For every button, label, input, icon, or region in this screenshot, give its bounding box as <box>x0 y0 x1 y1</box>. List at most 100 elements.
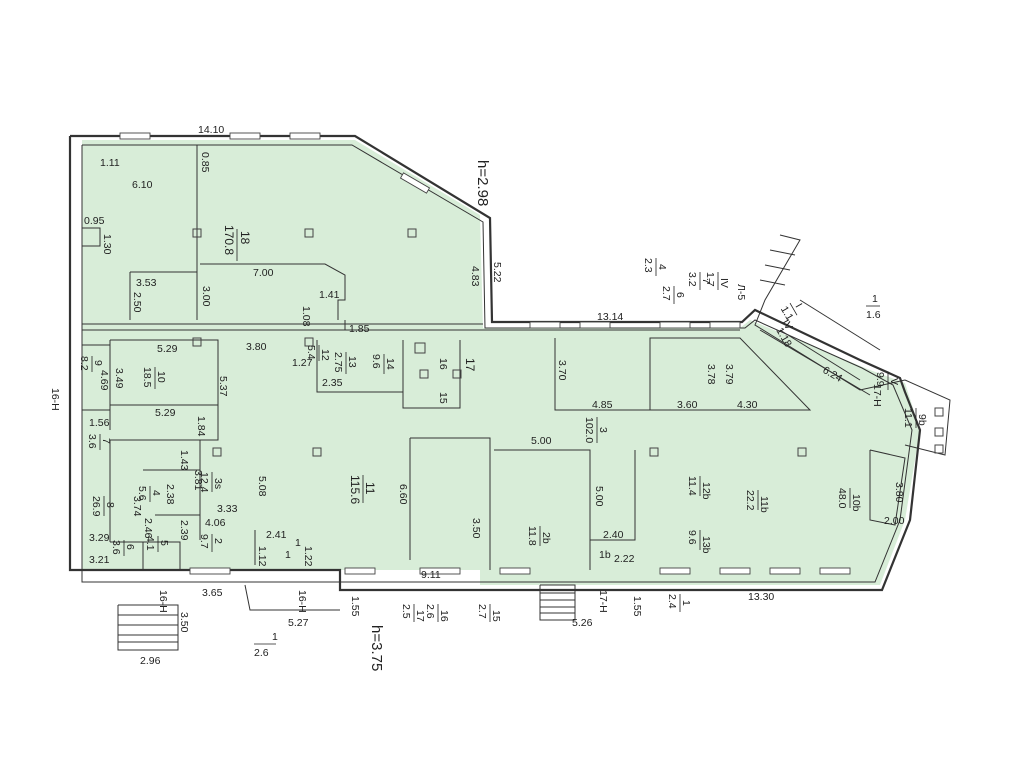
svg-text:6: 6 <box>124 544 136 550</box>
room-2: 2 9.7 <box>198 534 224 552</box>
dim-label: 1.12 <box>256 546 268 567</box>
dim-label: 2.00 <box>884 515 905 527</box>
svg-text:7: 7 <box>100 438 112 444</box>
svg-text:3s: 3s <box>212 478 224 489</box>
dim-label: 3.80 <box>893 482 905 503</box>
room-9b: 9b 11.1 <box>902 408 928 428</box>
svg-text:2.7: 2.7 <box>476 604 488 619</box>
legend-c3: 4 2.3 <box>642 258 668 276</box>
svg-text:3.6: 3.6 <box>110 540 122 555</box>
svg-text:1: 1 <box>872 293 878 305</box>
svg-text:11b: 11b <box>758 496 770 513</box>
dim-label: 1.85 <box>349 323 370 335</box>
room-13: 13 2.75 <box>332 352 358 374</box>
svg-text:9.6: 9.6 <box>686 530 698 545</box>
room-1b-label: 1b <box>599 549 611 561</box>
dim-label: 4.06 <box>205 517 226 529</box>
dim-label: 1.08 <box>300 306 312 327</box>
height-bottom-label: h=3.75 <box>368 625 385 671</box>
svg-text:8.2: 8.2 <box>78 356 90 371</box>
dim-label: 2.46 <box>142 518 154 539</box>
dim-label: 1.43 <box>178 450 190 471</box>
svg-text:12.4: 12.4 <box>198 472 210 493</box>
svg-text:3.2: 3.2 <box>686 272 698 287</box>
svg-text:10b: 10b <box>850 494 862 512</box>
dim-label: 5.29 <box>157 343 178 355</box>
svg-text:17: 17 <box>414 610 426 622</box>
svg-text:9b: 9b <box>916 414 928 426</box>
svg-text:1: 1 <box>272 631 278 643</box>
svg-text:12b: 12b <box>700 482 712 500</box>
svg-text:3.6: 3.6 <box>86 434 98 449</box>
svg-text:11.8: 11.8 <box>526 526 538 546</box>
svg-text:18.5: 18.5 <box>141 367 153 388</box>
room-1-number: 1 <box>295 537 301 549</box>
svg-text:170.8: 170.8 <box>222 225 236 255</box>
dim-label: 4.85 <box>592 399 613 411</box>
svg-text:9.6: 9.6 <box>370 354 382 369</box>
svg-text:1: 1 <box>680 600 692 606</box>
dim-label: 3.80 <box>246 341 267 353</box>
dim-label: 1.55 <box>349 596 361 617</box>
dim-label: 7.00 <box>253 267 274 279</box>
room-3-main: 3 102.0 <box>583 417 609 443</box>
room-3-small: 3s 12.4 <box>198 472 224 493</box>
svg-text:11: 11 <box>363 482 377 495</box>
svg-text:15: 15 <box>490 610 502 622</box>
svg-text:6: 6 <box>674 292 686 298</box>
stair-marker: Л-5 <box>735 284 747 300</box>
svg-text:3: 3 <box>597 427 609 433</box>
room-5: 5 4.1 <box>144 536 170 552</box>
svg-text:2.3: 2.3 <box>642 258 654 273</box>
legend-c4: 6 2.7 <box>660 286 686 304</box>
dim-label: 6.24 <box>821 364 845 385</box>
room-17-label: 17 <box>463 358 477 372</box>
dim-label: 5.37 <box>217 376 229 397</box>
svg-text:9: 9 <box>92 360 104 366</box>
svg-text:1.6: 1.6 <box>866 309 881 321</box>
dim-label: 1.30 <box>101 234 113 255</box>
dim-label: 0.85 <box>199 152 211 173</box>
dim-label: 3.21 <box>89 554 110 566</box>
height-top-label: h=2.98 <box>474 160 491 206</box>
room-15-label: 15 <box>437 392 449 404</box>
svg-text:102.0: 102.0 <box>583 417 595 443</box>
room-16-label: 16 <box>437 358 449 370</box>
svg-text:1.7: 1.7 <box>704 272 716 287</box>
svg-text:13: 13 <box>346 356 358 368</box>
room-18: 18 170.8 <box>222 225 252 261</box>
svg-text:48.0: 48.0 <box>836 488 848 509</box>
dim-label: 2.40 <box>603 529 624 541</box>
legend-b2: 17 2.5 <box>400 604 426 622</box>
svg-text:11.1: 11.1 <box>902 408 914 428</box>
svg-text:9.9: 9.9 <box>874 372 886 387</box>
staircase-bottom-center <box>539 584 576 621</box>
section-marker: 16-Н <box>157 590 169 613</box>
dim-label: 2.38 <box>164 484 176 505</box>
room-9: 9 8.2 <box>78 356 104 372</box>
section-marker: 17-Н <box>597 590 609 613</box>
dim-label: 4.83 <box>469 266 481 287</box>
dim-label: 6.60 <box>397 484 409 505</box>
dim-label: 1.27 <box>292 357 313 369</box>
dim-label: 5.29 <box>155 407 176 419</box>
dim-label: 3.74 <box>131 496 143 517</box>
svg-text:2.6: 2.6 <box>254 647 269 659</box>
staircase-right <box>754 234 906 391</box>
outer-wall <box>68 134 922 592</box>
room-10: 10 18.5 <box>141 367 167 389</box>
dim-label: 2.39 <box>178 520 190 541</box>
dim-label: 6.10 <box>132 179 153 191</box>
svg-text:14: 14 <box>384 358 396 370</box>
dim-label: 4.69 <box>98 370 110 391</box>
svg-text:2.5: 2.5 <box>400 604 412 619</box>
room-13b: 13b 9.6 <box>686 530 712 554</box>
svg-text:4.1: 4.1 <box>144 536 156 551</box>
svg-text:9.7: 9.7 <box>198 534 210 549</box>
svg-text:16: 16 <box>438 610 450 622</box>
dim-label: 5.22 <box>491 262 503 283</box>
room-1-label: 1 <box>285 549 291 561</box>
svg-text:5.4: 5.4 <box>305 345 317 360</box>
room-12: 12 5.4 <box>305 345 331 361</box>
